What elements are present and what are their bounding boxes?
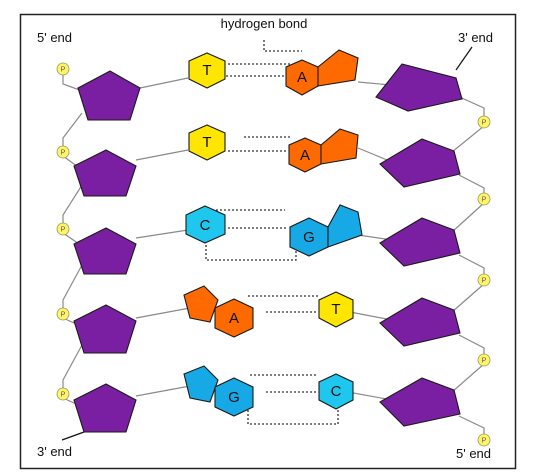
backbone-link [458, 415, 485, 436]
base-pentagon [183, 365, 219, 403]
svg-text:P: P [61, 312, 66, 319]
svg-text:P: P [482, 120, 487, 127]
phosphate: P [56, 307, 70, 321]
sugar-pentagon [379, 377, 461, 427]
five-prime-end-label-bottom: 5' end [456, 446, 491, 461]
phosphate: P [477, 433, 491, 447]
end-pointer-line [455, 46, 473, 71]
phosphate-groups: P P P P P P P P P P [56, 62, 491, 447]
sugar-base-link [135, 307, 191, 319]
sugar-pentagon [375, 63, 463, 112]
base-hexagon [188, 124, 226, 161]
svg-text:P: P [61, 227, 66, 234]
backbone-link [458, 334, 485, 356]
hydrogen-bond-line [247, 404, 339, 425]
backbone-link [451, 125, 485, 153]
backbone-link [62, 112, 83, 148]
svg-text:P: P [482, 197, 487, 204]
backbone-link [451, 202, 485, 233]
base-letter: A [300, 147, 310, 164]
phosphate: P [477, 353, 491, 367]
svg-text:P: P [61, 392, 66, 399]
hydrogen-bond-label: hydrogen bond [221, 16, 308, 31]
base-letter: G [228, 389, 240, 406]
base-letter: G [303, 229, 315, 246]
phosphate: P [477, 115, 491, 129]
svg-text:P: P [482, 358, 487, 365]
five-prime-end-label-top: 5' end [37, 30, 72, 45]
phosphate: P [477, 192, 491, 206]
sugar-base-link [139, 77, 189, 89]
base-hexagon [318, 373, 354, 410]
diagram-frame [19, 13, 517, 470]
phosphate: P [56, 62, 70, 76]
base-pentagon [317, 49, 359, 87]
sugar-base-link [349, 311, 393, 321]
three-prime-end-label-top: 3' end [458, 30, 493, 45]
svg-text:P: P [61, 150, 66, 157]
phosphate: P [56, 145, 70, 159]
base-letter: T [202, 134, 211, 151]
base-letter: T [202, 62, 211, 79]
three-prime-end-label-bottom: 3' end [37, 444, 72, 459]
base-letter: C [331, 383, 342, 400]
sugar-pentagon [379, 138, 461, 188]
end-pointers [61, 46, 473, 441]
hydrogen-bond-line [205, 241, 297, 261]
sugar-pentagon [77, 70, 141, 121]
base-hexagon [214, 377, 254, 417]
backbone-link [62, 344, 83, 390]
svg-text:P: P [61, 67, 66, 74]
sugar-pentagon [73, 383, 137, 433]
base-hexagon [214, 298, 254, 338]
sugar-pentagon [73, 227, 137, 275]
backbone-link [62, 73, 86, 93]
base-letter: A [297, 69, 307, 86]
sugar-pentagon [379, 297, 461, 347]
backbone-link [454, 94, 485, 118]
phosphate: P [56, 387, 70, 401]
backbone-link [451, 363, 485, 393]
right-strand-sugars [375, 63, 463, 427]
sugar-base-link [347, 391, 393, 401]
backbone-link [458, 254, 485, 276]
hydrogen-bonds [205, 40, 339, 425]
sugar-base-link [135, 149, 189, 161]
hydrogen-bond-leader [263, 40, 302, 52]
base-letters: T A T A C G A T G C [200, 62, 342, 406]
base-letter: T [331, 301, 340, 318]
backbone-link [451, 283, 485, 313]
phosphate: P [56, 222, 70, 236]
nitrogenous-bases [183, 49, 363, 417]
base-hexagon [185, 205, 226, 244]
base-hexagon [188, 52, 226, 89]
sugar-pentagon [73, 149, 137, 197]
backbone-link [62, 264, 83, 310]
sugar-pentagon [379, 217, 461, 267]
end-pointer-line [61, 431, 85, 441]
backbone-link [458, 174, 485, 195]
svg-text:P: P [482, 278, 487, 285]
sugar-pentagon [73, 304, 137, 354]
base-letter: C [200, 217, 211, 234]
backbone-link [62, 184, 83, 225]
phosphate: P [477, 273, 491, 287]
svg-text:P: P [482, 438, 487, 445]
base-pentagon [320, 128, 359, 165]
base-letter: A [229, 310, 239, 327]
sugar-phosphate-backbone [62, 73, 485, 436]
base-pentagon [183, 285, 219, 323]
sugar-base-link [135, 385, 191, 397]
base-hexagon [318, 291, 354, 328]
left-strand-sugars [73, 70, 141, 433]
base-pentagon [327, 204, 363, 248]
sugar-base-link [135, 229, 189, 239]
